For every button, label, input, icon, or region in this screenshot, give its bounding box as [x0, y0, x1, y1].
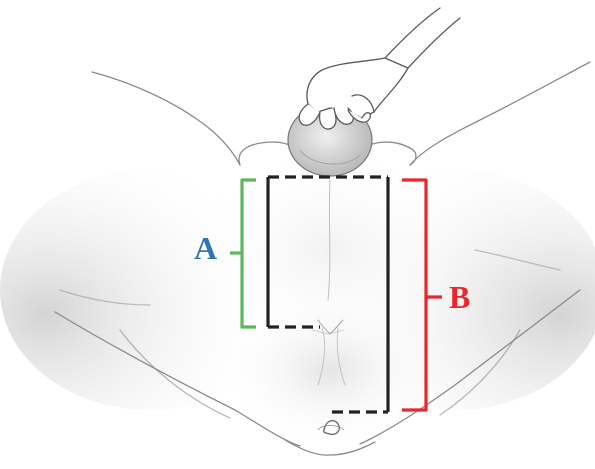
body-shading [0, 140, 595, 450]
label-a: A [194, 232, 217, 264]
hand-holding-scrotum [299, 8, 460, 129]
label-b: B [449, 281, 470, 313]
